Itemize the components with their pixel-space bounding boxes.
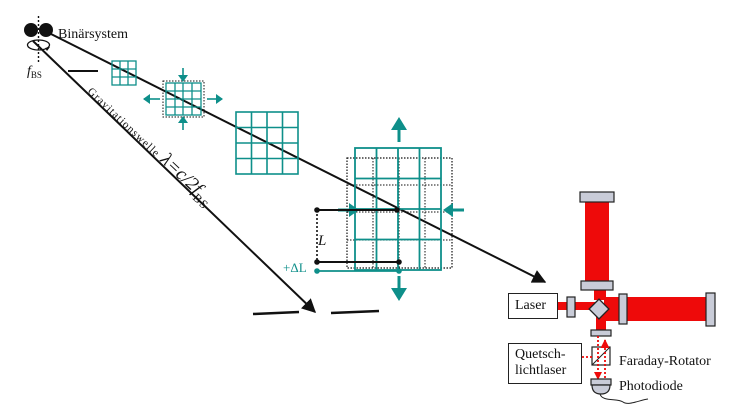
- vertical-arm-beam: [585, 202, 609, 289]
- binary-label: Binärsystem: [58, 27, 128, 42]
- mirror-right-input: [618, 293, 628, 325]
- mirror-top-input: [580, 280, 614, 291]
- mirror-right-end: [705, 292, 716, 327]
- faraday-label: Faraday-Rotator: [619, 354, 711, 369]
- arm-length-markers: [314, 207, 402, 274]
- laser-box: Laser: [508, 293, 558, 319]
- spacetime-grid-1: [111, 60, 137, 86]
- mirror-top-end: [579, 191, 615, 203]
- delta-length-label: +ΔL: [283, 260, 307, 275]
- mirror-power-recycling: [566, 296, 576, 318]
- binary-star-left: [24, 23, 38, 37]
- length-label: L: [317, 233, 326, 249]
- interferometer: [556, 191, 716, 404]
- spacetime-grid-2: [143, 68, 223, 130]
- gravitational-wave-label: Gravitationswelle λ=c/2fBS: [81, 80, 218, 212]
- laser-beam: [556, 302, 596, 310]
- rotation-icon: [26, 39, 51, 51]
- wavelength-bar-bottom-right: [330, 309, 380, 315]
- squeezed-light-label-line1: Quetsch-: [515, 347, 566, 362]
- squeezed-light-laser-box: Quetsch- lichtlaser: [508, 343, 582, 384]
- photodiode-icon: [591, 384, 611, 395]
- laser-label: Laser: [515, 298, 547, 313]
- mirror-output: [590, 329, 612, 337]
- wave-line-lower: [32, 40, 317, 313]
- squeezed-light-label-line2: lichtlaser: [515, 363, 567, 378]
- photodiode-label: Photodiode: [619, 379, 683, 394]
- spacetime-grid-3: [235, 111, 299, 175]
- wavelength-bar-bottom-left: [252, 310, 300, 316]
- wave-line-upper: [48, 32, 547, 283]
- beam-splitter: [588, 298, 610, 320]
- frequency-label: fBS: [27, 64, 42, 80]
